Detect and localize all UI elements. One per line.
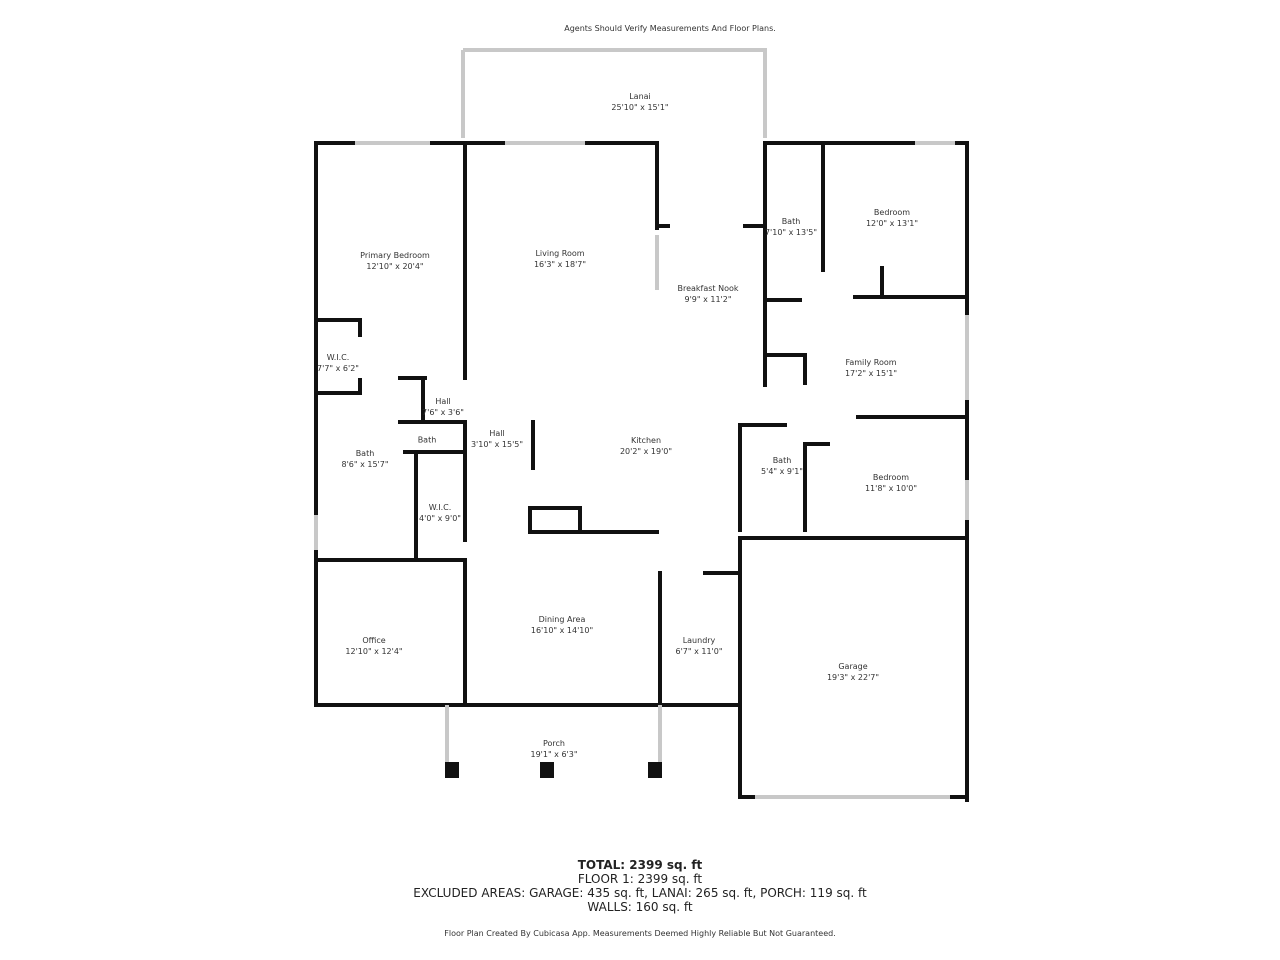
room-name: Bath — [772, 456, 792, 465]
room-label: Hall 3'10" x 15'5" — [471, 428, 523, 450]
room-dimensions: 7'6" x 3'6" — [422, 408, 464, 417]
room-label: Hall 7'6" x 3'6" — [422, 396, 464, 418]
room-label: Porch 19'1" x 6'3" — [530, 738, 577, 760]
room-name: Bath — [781, 217, 801, 226]
room-dimensions: 3'10" x 15'5" — [470, 440, 524, 449]
room-label: Dining Area 16'10" x 14'10" — [531, 614, 593, 636]
room-label: Laundry 6'7" x 11'0" — [675, 635, 722, 657]
room-label: W.I.C. 7'7" x 6'2" — [317, 352, 359, 374]
room-label: Bedroom 12'0" x 13'1" — [866, 207, 918, 229]
room-dimensions: 12'10" x 20'4" — [366, 262, 424, 271]
room-dimensions: 20'2" x 19'0" — [619, 447, 673, 456]
room-name: Porch — [542, 739, 565, 748]
room-label: Bath 5'4" x 9'1" — [761, 455, 803, 477]
room-name: Hall — [435, 397, 451, 406]
summary-excluded: EXCLUDED AREAS: GARAGE: 435 sq. ft, LANA… — [413, 886, 867, 900]
room-dimensions: 17'2" x 15'1" — [844, 369, 898, 378]
room-label: Primary Bedroom 12'10" x 20'4" — [360, 250, 430, 272]
room-dimensions: 8'6" x 15'7" — [341, 460, 389, 469]
room-dimensions: 19'3" x 22'7" — [826, 673, 880, 682]
room-label: Kitchen 20'2" x 19'0" — [620, 435, 672, 457]
room-label: Garage 19'3" x 22'7" — [827, 661, 879, 683]
room-dimensions: 16'10" x 14'10" — [530, 626, 594, 635]
room-label: Bath 7'10" x 13'5" — [765, 216, 817, 238]
room-name: Lanai — [629, 92, 651, 101]
room-label: Breakfast Nook 9'9" x 11'2" — [677, 283, 738, 305]
room-name: Dining Area — [538, 615, 586, 624]
summary-total: TOTAL: 2399 sq. ft — [577, 858, 703, 872]
room-name: W.I.C. — [326, 353, 350, 362]
room-label: Lanai 25'10" x 15'1" — [611, 91, 668, 113]
footer-note: Floor Plan Created By Cubicasa App. Meas… — [444, 929, 836, 938]
room-name: Primary Bedroom — [360, 251, 430, 260]
room-label: Bedroom 11'8" x 10'0" — [865, 472, 917, 494]
summary-floor1: FLOOR 1: 2399 sq. ft — [577, 872, 703, 886]
room-name: Bath — [355, 449, 375, 458]
room-label: Office 12'10" x 12'4" — [345, 635, 402, 657]
room-name: Kitchen — [630, 436, 662, 445]
room-dimensions: 19'1" x 6'3" — [530, 750, 578, 759]
room-dimensions: 25'10" x 15'1" — [611, 103, 669, 112]
room-dimensions: 7'7" x 6'2" — [317, 364, 359, 373]
room-dimensions: 6'7" x 11'0" — [675, 647, 723, 656]
room-name: Living Room — [535, 249, 585, 258]
room-dimensions: 4'0" x 9'0" — [419, 514, 461, 523]
room-label: Bath — [418, 435, 437, 446]
room-label: Bath 8'6" x 15'7" — [341, 448, 388, 470]
room-name: Laundry — [682, 636, 716, 645]
room-label: W.I.C. 4'0" x 9'0" — [419, 502, 461, 524]
room-name: Bedroom — [873, 208, 911, 217]
room-label: Living Room 16'3" x 18'7" — [534, 248, 586, 270]
room-name: Bath — [417, 435, 437, 445]
header-note: Agents Should Verify Measurements And Fl… — [564, 24, 776, 33]
room-name: Bedroom — [872, 473, 910, 482]
windows — [314, 48, 969, 799]
summary-walls: WALLS: 160 sq. ft — [587, 900, 693, 914]
room-name: Garage — [838, 662, 868, 671]
room-dimensions: 9'9" x 11'2" — [684, 295, 732, 304]
room-name: W.I.C. — [428, 503, 452, 512]
room-dimensions: 7'10" x 13'5" — [764, 228, 818, 237]
room-dimensions: 5'4" x 9'1" — [761, 467, 803, 476]
room-dimensions: 16'3" x 18'7" — [533, 260, 587, 269]
room-label: Family Room 17'2" x 15'1" — [845, 357, 897, 379]
porch-posts — [445, 762, 662, 778]
room-name: Breakfast Nook — [677, 284, 739, 293]
room-name: Hall — [489, 429, 505, 438]
room-dimensions: 12'10" x 12'4" — [345, 647, 403, 656]
room-name: Family Room — [845, 358, 897, 367]
room-dimensions: 12'0" x 13'1" — [865, 219, 919, 228]
room-dimensions: 11'8" x 10'0" — [864, 484, 918, 493]
room-name: Office — [362, 636, 386, 645]
